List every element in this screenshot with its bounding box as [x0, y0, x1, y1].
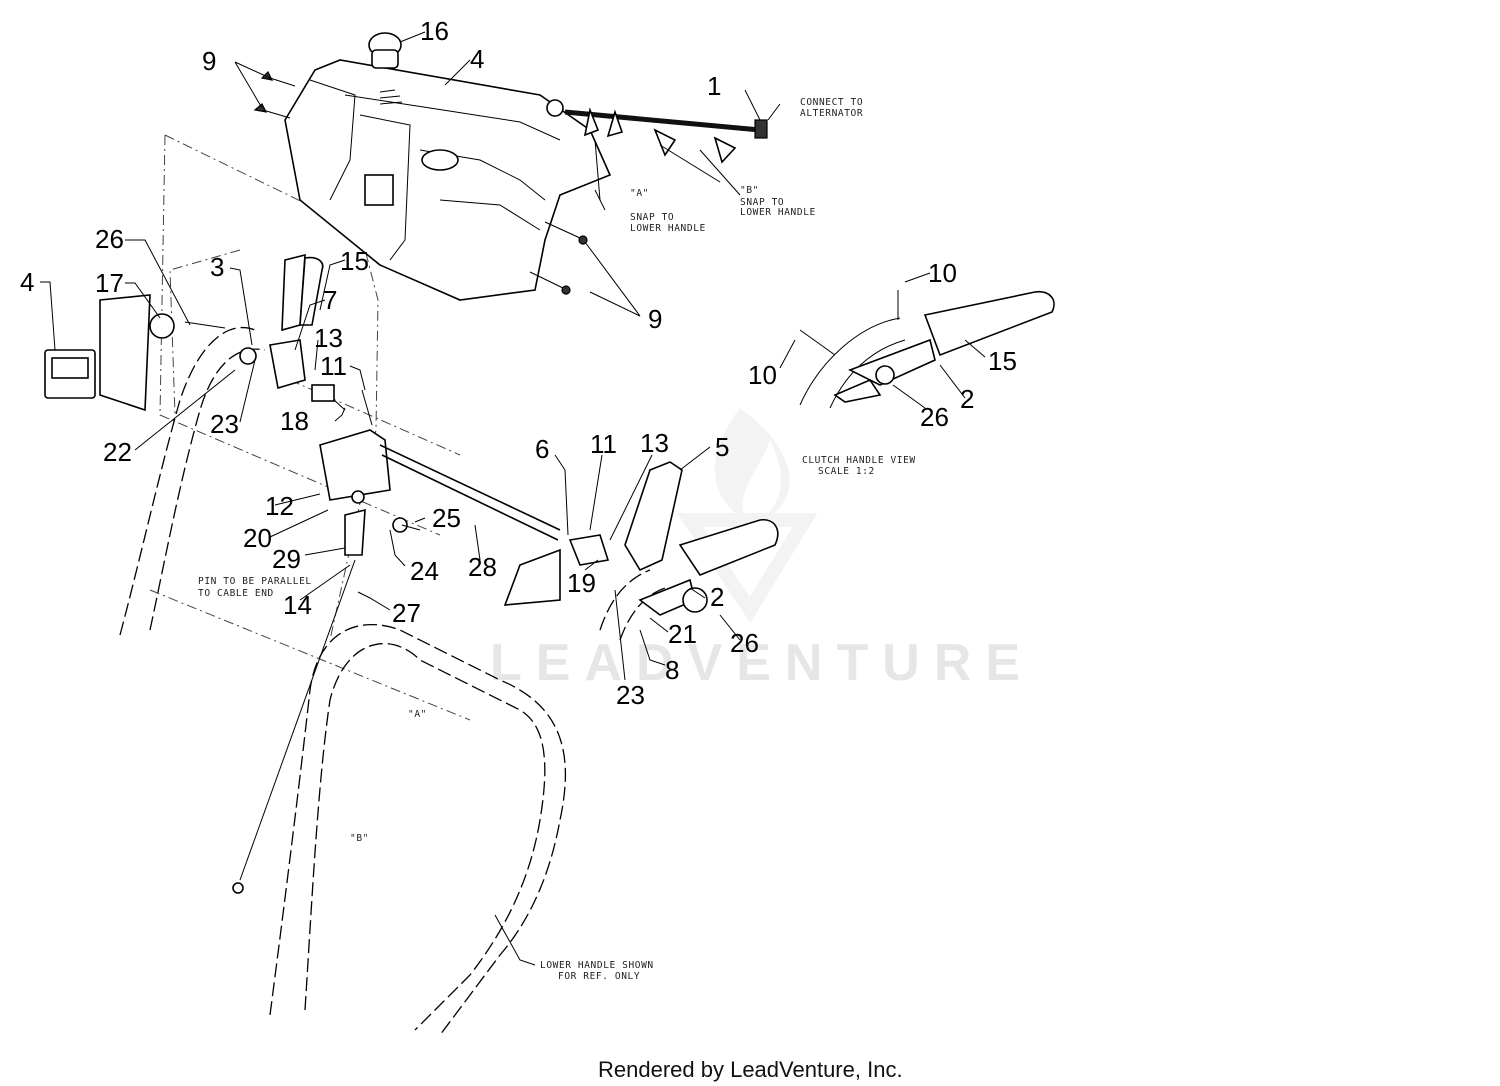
- callout: 26: [95, 224, 124, 254]
- callout: 13: [314, 323, 343, 353]
- note-pin-line-2: TO CABLE END: [198, 588, 274, 599]
- note-snap-a-line-3: LOWER HANDLE: [630, 223, 706, 234]
- callout: 29: [272, 544, 301, 574]
- callout: 20: [243, 523, 272, 553]
- callout: 3: [210, 252, 224, 282]
- callout: 10: [928, 258, 957, 288]
- callout: 18: [280, 406, 309, 436]
- note-clutch-view-line-2: SCALE 1:2: [818, 466, 875, 477]
- callout: 25: [432, 503, 461, 533]
- note-snap-b-line-2: SNAP TO: [740, 197, 784, 208]
- callout: 15: [988, 346, 1017, 376]
- callout: 4: [470, 44, 484, 74]
- annotation-notes: CONNECT TO ALTERNATOR "A" SNAP TO LOWER …: [198, 97, 916, 982]
- bracket-rod-assembly: [232, 429, 561, 894]
- callout: 7: [323, 285, 337, 315]
- callout: 2: [960, 384, 974, 414]
- note-clutch-view-line-1: CLUTCH HANDLE VIEW: [802, 455, 916, 466]
- marker-a: "A": [408, 709, 427, 720]
- screws-lower: [529, 221, 588, 295]
- callout: 9: [648, 304, 662, 334]
- callout: 26: [730, 628, 759, 658]
- callout: 23: [616, 680, 645, 710]
- lower-handle: [119, 326, 666, 1036]
- callout: 12: [265, 491, 294, 521]
- note-lower-handle-line-2: FOR REF. ONLY: [558, 971, 640, 982]
- note-snap-a-line-1: "A": [630, 188, 649, 199]
- right-control-assembly: [568, 461, 779, 616]
- callout: 8: [665, 655, 679, 685]
- left-control-assembly: [44, 253, 373, 426]
- clutch-handle-inset: [799, 290, 1055, 409]
- callout: 9: [202, 46, 216, 76]
- callout: 14: [283, 590, 312, 620]
- wiring-harness: [546, 99, 768, 164]
- screws-upper: [253, 70, 296, 119]
- callout: 17: [95, 268, 124, 298]
- note-lower-handle-line-1: LOWER HANDLE SHOWN: [540, 960, 654, 971]
- callout: 4: [20, 267, 34, 297]
- callout: 13: [640, 428, 669, 458]
- callout-numbers: 1 2 2 3 4 4 5 6 7 8 9 9 10 10 11 11 12 1…: [20, 16, 1017, 710]
- note-snap-a-line-2: SNAP TO: [630, 212, 674, 223]
- flame-logo-icon: [676, 408, 818, 624]
- callout: 1: [707, 71, 721, 101]
- callout: 19: [567, 568, 596, 598]
- note-snap-b-line-3: LOWER HANDLE: [740, 207, 816, 218]
- callout: 11: [320, 351, 347, 381]
- marker-b: "B": [350, 833, 369, 844]
- callout: 27: [392, 598, 421, 628]
- leader-lines: [40, 31, 986, 966]
- note-connect-line-2: ALTERNATOR: [800, 108, 863, 119]
- dash-panel-cover: [284, 32, 612, 301]
- callout: 23: [210, 409, 239, 439]
- callout: 26: [920, 402, 949, 432]
- watermark-text: LEADVENTURE: [490, 634, 1034, 692]
- callout: 28: [468, 552, 497, 582]
- callout: 16: [420, 16, 449, 46]
- note-connect-line-1: CONNECT TO: [800, 97, 863, 108]
- callout: 5: [715, 432, 729, 462]
- callout: 11: [590, 429, 617, 459]
- footer-credit: Rendered by LeadVenture, Inc.: [598, 1057, 903, 1082]
- callout: 6: [535, 434, 549, 464]
- callout: 2: [710, 582, 724, 612]
- callout: 10: [748, 360, 777, 390]
- callout: 21: [668, 619, 697, 649]
- callout: 24: [410, 556, 439, 586]
- callout: 22: [103, 437, 132, 467]
- note-pin-line-1: PIN TO BE PARALLEL: [198, 576, 312, 587]
- note-snap-b-line-1: "B": [740, 185, 759, 196]
- callout: 15: [340, 246, 369, 276]
